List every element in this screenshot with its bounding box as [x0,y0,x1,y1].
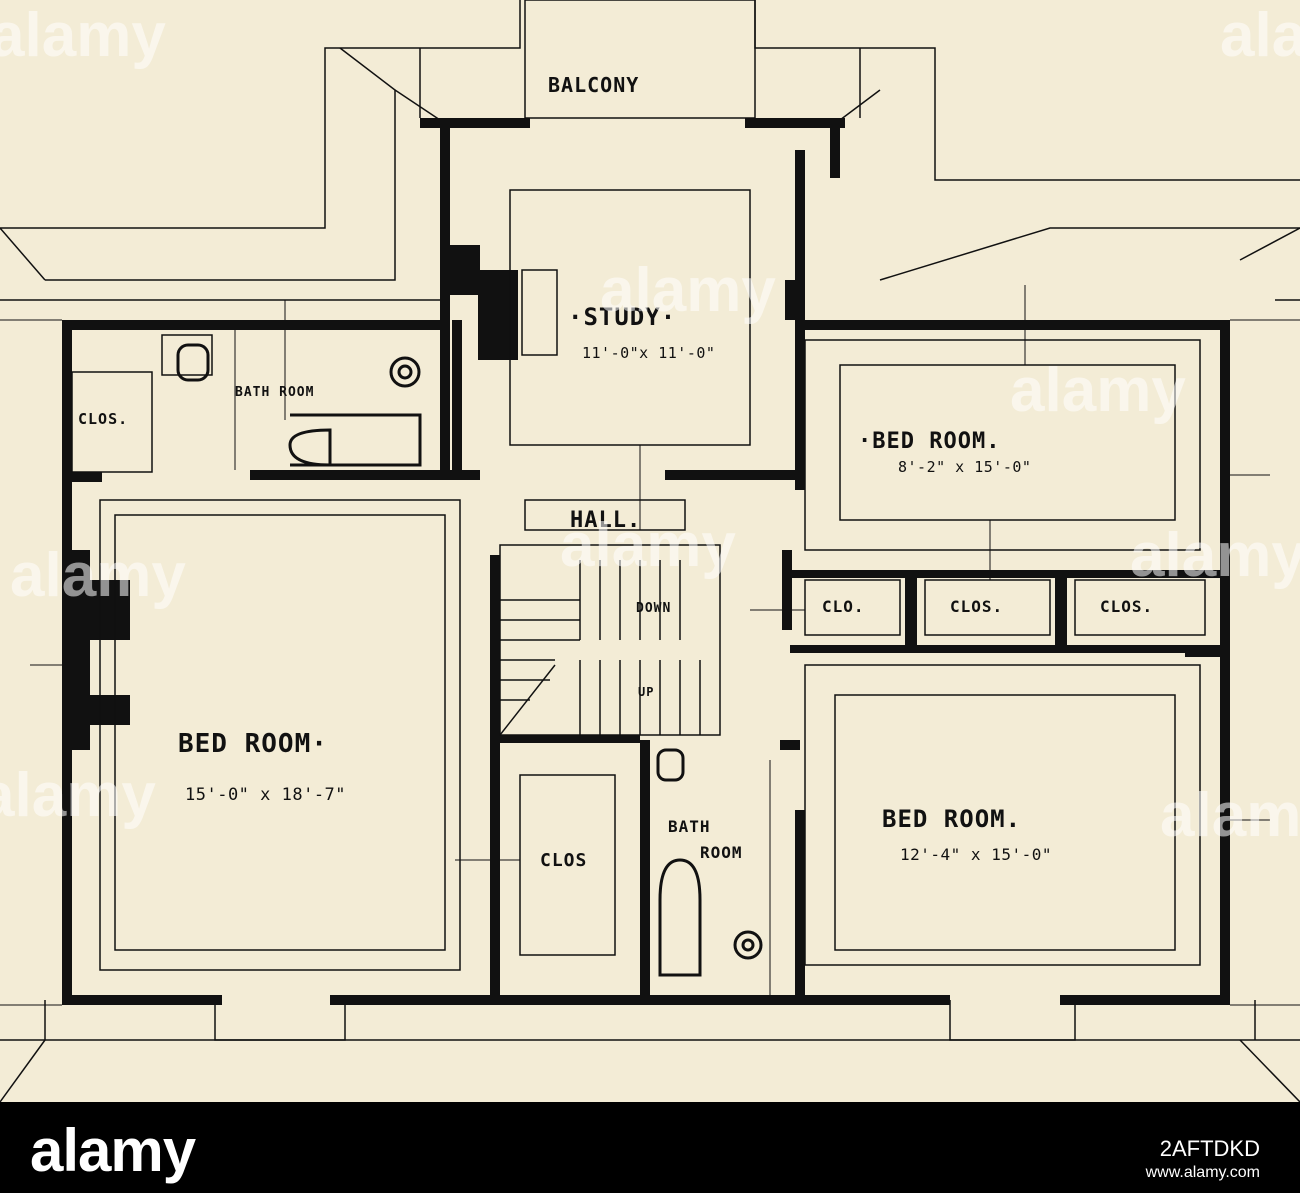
label-bed-room-se: BED ROOM. [882,805,1021,833]
label-clo: CLO. [822,597,865,616]
floor-plan-drawing: BALCONY ·STUDY· 11'-0"x 11'-0" BATH ROOM… [0,0,1300,1102]
label-balcony: BALCONY [548,73,639,97]
label-hall: HALL. [570,508,641,533]
footer-bar: alamy 2AFTDKD www.alamy.com [0,1102,1300,1193]
dimension-lines [0,285,1300,1006]
room-labels: BALCONY ·STUDY· 11'-0"x 11'-0" BATH ROOM… [78,73,1153,871]
alamy-logo[interactable]: alamy [30,1117,196,1184]
label-bed-room-ne-dimensions: 8'-2" x 15'-0" [898,458,1031,476]
interior-lines [71,0,1206,971]
label-clos-lower: CLOS [540,850,587,871]
label-study-dimensions: 11'-0"x 11'-0" [582,344,715,362]
website-link[interactable]: www.alamy.com [1145,1164,1260,1181]
label-down: DOWN [636,601,671,616]
label-bath-room-upper: BATH ROOM [235,385,314,400]
label-study: ·STUDY· [568,303,676,331]
label-bath-lower-line1: BATH [668,817,711,836]
label-bed-room-west-dimensions: 15'-0" x 18'-7" [185,785,346,805]
label-up: UP [638,685,654,699]
label-clos-mid: CLOS. [950,597,1003,616]
fixtures [176,343,763,977]
image-id: 2AFTDKD [1159,1136,1260,1161]
label-bed-room-se-dimensions: 12'-4" x 15'-0" [900,845,1052,864]
label-bath-lower-line2: ROOM [700,843,743,862]
label-clos-upper: CLOS. [78,410,128,428]
label-bed-room-ne: ·BED ROOM. [858,429,1000,454]
label-clos-right: CLOS. [1100,597,1153,616]
label-bed-room-west: BED ROOM· [178,729,328,759]
floor-plan-image: BALCONY ·STUDY· 11'-0"x 11'-0" BATH ROOM… [0,0,1300,1102]
exterior-walls [62,118,1230,1005]
